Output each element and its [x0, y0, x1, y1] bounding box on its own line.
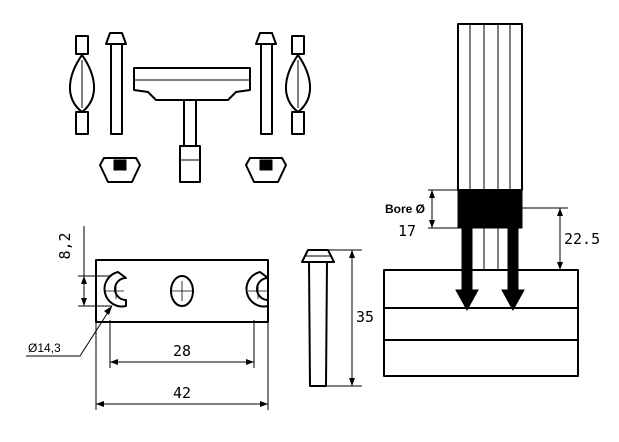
dim-hole-diameter: Ø14,3 [28, 341, 61, 355]
bolt-view: 35 [301, 249, 374, 387]
assembly-section: Bore Ø 17 22.5 [383, 23, 600, 377]
left-spring-clip [68, 35, 96, 135]
left-pin [105, 32, 127, 135]
left-t-nut [99, 157, 141, 183]
dim-hole-spacing: 28 [173, 342, 191, 360]
bore-label: Bore Ø [385, 202, 425, 216]
plate-view: 8,2 Ø14,3 28 42 [26, 226, 269, 410]
t-handle [133, 67, 251, 183]
dim-depth: 22.5 [564, 230, 600, 248]
right-t-nut [245, 157, 287, 183]
dim-height-small: 8,2 [56, 232, 74, 259]
exploded-parts-view [68, 32, 312, 183]
dim-bolt-length: 35 [356, 308, 374, 326]
bore-value: 17 [398, 222, 416, 240]
right-pin [255, 32, 277, 135]
right-spring-clip [284, 35, 312, 135]
dim-plate-length: 42 [173, 384, 191, 402]
